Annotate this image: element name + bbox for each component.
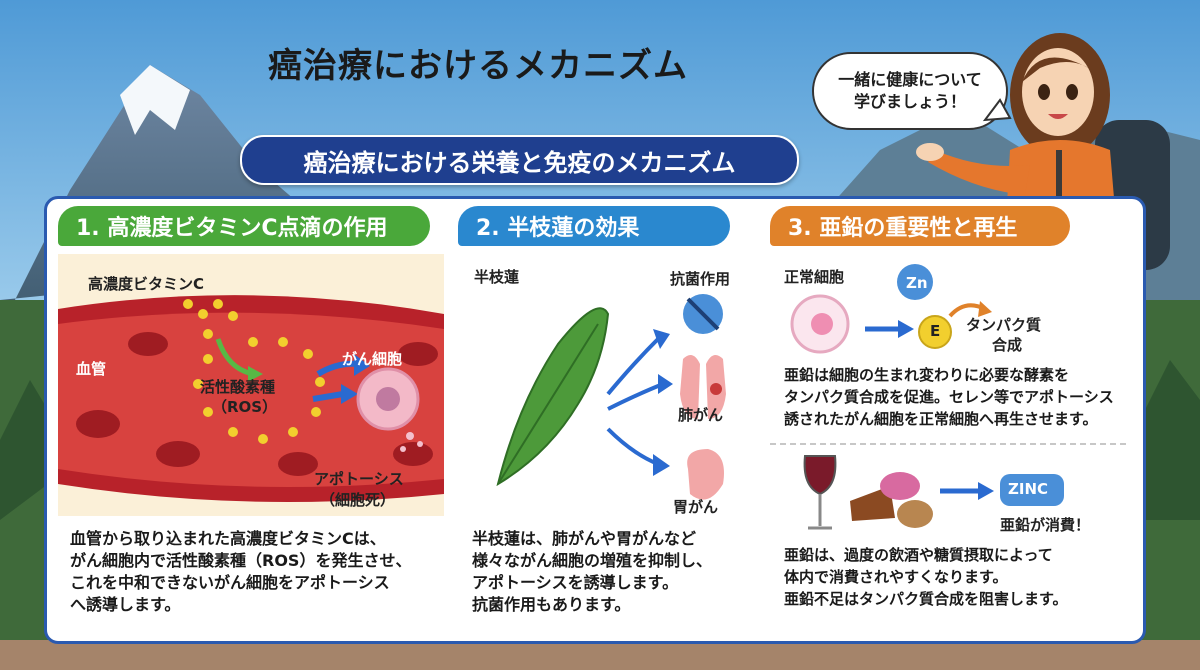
- label-vitamin-c: 高濃度ビタミンC: [88, 275, 205, 293]
- label-ros: 活性酸素種: [200, 378, 276, 396]
- desc-2-line: 抗菌作用もあります。: [472, 595, 631, 614]
- desc-1-line: がん細胞内で活性酸素種（ROS）を発生させ、: [70, 551, 412, 570]
- zinc-consumption-illustration: [803, 455, 1064, 530]
- desc-3-line: 誘されたがん細胞を正常細胞へ再生させます。: [784, 410, 1098, 428]
- section-3-divider: [770, 443, 1126, 445]
- section-2-description: 半枝蓮は、肺がんや胃がんなど 様々ながん細胞の増殖を抑制し、 アポトーシスを誘導…: [472, 528, 712, 616]
- section-zinc: 3. 亜鉛の重要性と再生 正常細胞 Zn E タンパク質 合成 亜鉛は細胞の生ま…: [770, 206, 1136, 634]
- label-ros-abbrev: （ROS）: [212, 398, 278, 416]
- herb-illustration: [496, 294, 726, 500]
- desc-3-line: 亜鉛は細胞の生まれ変わりに必要な酵素を: [784, 366, 1070, 384]
- label-normal-cell: 正常細胞: [784, 268, 845, 286]
- desc-1-line: 血管から取り込まれた高濃度ビタミンCは、: [70, 529, 386, 548]
- label-apoptosis: アポトーシス: [314, 470, 404, 488]
- speech-line-1: 一緒に健康について: [838, 70, 982, 89]
- desc-1-line: へ誘導します。: [70, 595, 181, 614]
- section-herb: 2. 半枝蓮の効果 半枝蓮 抗菌作用 肺がん 胃がん 半枝蓮は、肺がんや胃がんな…: [458, 206, 758, 634]
- speech-bubble: 一緒に健康について 学びましょう！: [812, 52, 1008, 130]
- page-title: 癌治療におけるメカニズム: [268, 46, 688, 86]
- section-1-description: 血管から取り込まれた高濃度ビタミンCは、 がん細胞内で活性酸素種（ROS）を発生…: [70, 528, 411, 616]
- section-3-description-bottom: 亜鉛は、過度の飲酒や糖質摂取によって 体内で消費されやすくなります。 亜鉛不足は…: [784, 544, 1068, 610]
- label-lung-cancer: 肺がん: [678, 406, 724, 424]
- label-herb: 半枝蓮: [474, 268, 520, 286]
- label-antibacterial: 抗菌作用: [670, 270, 731, 288]
- section-heading-3: 3. 亜鉛の重要性と再生: [770, 206, 1070, 246]
- desc-2-line: 様々ながん細胞の増殖を抑制し、: [472, 551, 713, 570]
- label-synthesis: 合成: [992, 336, 1023, 354]
- subtitle-banner: 癌治療における栄養と免疫のメカニズム: [240, 135, 799, 185]
- desc-1-line: これを中和できないがん細胞をアポトーシス: [70, 573, 390, 592]
- label-protein: タンパク質: [966, 316, 1042, 334]
- zinc-cell-illustration: [790, 264, 992, 354]
- label-cancer-cell: がん細胞: [342, 350, 403, 368]
- label-zinc-consumed: 亜鉛が消費！: [1000, 516, 1091, 534]
- desc-2-line: 半枝蓮は、肺がんや胃がんなど: [472, 529, 697, 548]
- desc-3b-line: 亜鉛不足はタンパク質合成を阻害します。: [784, 590, 1068, 608]
- desc-3b-line: 体内で消費されやすくなります。: [784, 568, 1008, 586]
- label-zinc: ZINC: [1008, 480, 1049, 498]
- section-vitamin-c: 1. 高濃度ビタミンC点滴の作用 高濃度ビタミンC 血管 活性酸素種 （ROS）…: [58, 206, 444, 634]
- vitamin-c-illustration: [58, 254, 444, 516]
- desc-3b-line: 亜鉛は、過度の飲酒や糖質摂取によって: [784, 546, 1053, 564]
- speech-line-2: 学びましょう！: [853, 92, 966, 111]
- section-heading-2: 2. 半枝蓮の効果: [458, 206, 730, 246]
- label-zn: Zn: [906, 274, 928, 292]
- label-cell-death: （細胞死）: [320, 491, 396, 509]
- label-stomach-cancer: 胃がん: [673, 498, 719, 516]
- section-3-description-top: 亜鉛は細胞の生まれ変わりに必要な酵素を タンパク質合成を促進。セレン等でアポトー…: [784, 364, 1114, 430]
- desc-3-line: タンパク質合成を促進。セレン等でアポトーシス: [784, 388, 1114, 406]
- section-heading-1: 1. 高濃度ビタミンC点滴の作用: [58, 206, 430, 246]
- label-enzyme-e: E: [930, 322, 941, 340]
- desc-2-line: アポトーシスを誘導します。: [472, 573, 679, 592]
- label-vessel: 血管: [76, 360, 107, 378]
